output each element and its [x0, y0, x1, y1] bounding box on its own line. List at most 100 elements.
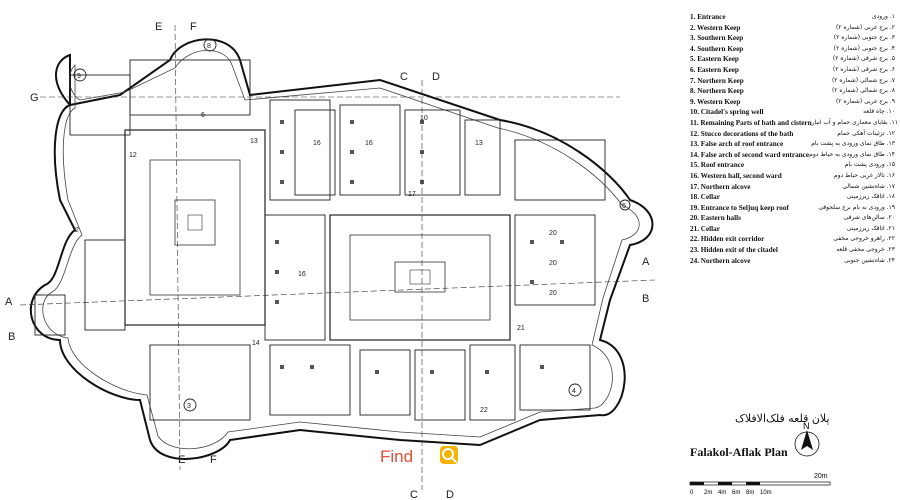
svg-text:8: 8 [207, 43, 211, 50]
svg-text:4: 4 [572, 388, 576, 395]
legend-item-english: 7. Northern Keep [690, 76, 744, 85]
section-marker-e-north: E [155, 21, 162, 33]
legend-item-persian: ۲. برج غربی (شماره ۲) [835, 23, 895, 31]
tower-circles [73, 38, 631, 412]
citadel-outer-wall [29, 38, 654, 460]
west-courtyard-pool [174, 199, 216, 246]
svg-text:2: 2 [75, 227, 79, 234]
legend-item-english: 16. Western hall, second ward [690, 171, 782, 180]
section-marker-d-north: D [432, 71, 440, 83]
east-courtyard [329, 214, 511, 341]
east-courtyard-pool [394, 261, 446, 293]
legend-item-english: 18. Cellar [690, 193, 720, 202]
column-grid [275, 120, 564, 374]
legend-item: 6. Eastern Keep ۶. برج شرقی (شماره ۲) [690, 65, 895, 76]
svg-text:13: 13 [250, 138, 258, 145]
legend-item-english: 24. Northern alcove [690, 256, 751, 265]
legend-item-english: 6. Eastern Keep [690, 65, 739, 74]
east-courtyard-basin [409, 269, 431, 285]
svg-text:3: 3 [187, 403, 191, 410]
legend-item-persian: ۷. برج شمالی (شماره ۲) [831, 76, 895, 84]
section-lines [19, 24, 656, 490]
legend-item-english: 22. Hidden exit corridor [690, 235, 765, 244]
legend-item-persian: ۲۲. راهرو خروجی مخفی [833, 235, 895, 243]
legend-item: 7. Northern Keep ۷. برج شمالی (شماره ۲) [690, 76, 895, 87]
west-courtyard [124, 129, 266, 326]
legend-item-persian: ۱۳. طاق نمای ورودی به پشت بام [811, 140, 895, 148]
section-marker-c-north: C [400, 71, 408, 83]
section-marker-c-south: C [410, 489, 418, 500]
north-label: N [803, 421, 810, 431]
legend-item-persian: ۱۸. اتاقک زیرزمینی [846, 193, 895, 201]
svg-text:21: 21 [517, 325, 525, 332]
north-arrow-icon: N [794, 421, 820, 457]
legend-item: 9. Western Keep ۹. برج غربی (شماره ۲) [690, 97, 895, 108]
legend-item-persian: ۱۴. طاق نمای ورودی به حیاط دوم [809, 150, 895, 158]
svg-text:16: 16 [298, 271, 306, 278]
room-number-labels: 9 8 6 12 13 16 16 17 13 20 20 20 16 14 3… [75, 43, 626, 414]
legend-item: 18. Cellar ۱۸. اتاقک زیرزمینی [690, 192, 895, 203]
legend-item-persian: ۱۷. شاه‌نشین شمالی [842, 182, 895, 190]
legend-item-english: 4. Southern Keep [690, 44, 744, 53]
legend-item-persian: ۱. ورودی [871, 13, 895, 20]
legend-item-english: 23. Hidden exit of the citadel [690, 246, 778, 255]
watermark-logo: Find [380, 446, 458, 466]
legend-item-english: 5. Eastern Keep [690, 55, 739, 64]
svg-text:9: 9 [77, 73, 81, 80]
legend-item-persian: ۸. برج شمالی (شماره ۲) [831, 87, 895, 95]
legend-item-english: 11. Remaining Parts of bath and cistern [690, 118, 812, 127]
svg-text:20: 20 [549, 230, 557, 237]
legend-item-persian: ۱۹. ورودی به بام برج سلجوقی [818, 203, 895, 211]
legend-item-persian: ۱۰. چاه قلعه [863, 108, 895, 116]
legend-item-persian: ۲۰. سالن‌های شرقی [843, 214, 895, 222]
east-courtyard-garden [349, 234, 491, 321]
legend-item: 8. Northern Keep ۸. برج شمالی (شماره ۲) [690, 86, 895, 97]
scale-tick-label: 6m [732, 490, 740, 496]
scale-tick-label: 10m [760, 490, 772, 496]
legend-item-english: 2. Western Keep [690, 23, 741, 32]
section-marker-f-south: F [210, 454, 217, 466]
scale-tick-label: 2m [704, 490, 712, 496]
legend-item-english: 8. Northern Keep [690, 87, 744, 96]
legend-item-persian: ۱۲. تزئینات آهکی حمام [837, 129, 895, 137]
legend-item-persian: ۵. برج شرقی (شماره ۲) [832, 55, 895, 63]
legend-item-english: 19. Entrance to Seljuq keep roof [690, 203, 789, 212]
section-marker-e-south: E [178, 454, 185, 466]
section-marker-a-east: A [642, 256, 650, 268]
svg-text:13: 13 [475, 140, 483, 147]
section-marker-f-north: F [190, 21, 197, 33]
legend-item-english: 9. Western Keep [690, 97, 741, 106]
svg-text:14: 14 [252, 340, 260, 347]
legend-item-english: 1. Entrance [690, 13, 726, 21]
svg-text:16: 16 [313, 140, 321, 147]
svg-text:20: 20 [549, 260, 557, 267]
legend-item: 2. Western Keep ۲. برج غربی (شماره ۲) [690, 23, 895, 34]
legend-item-persian: ۲۱. اتاقک زیرزمینی [846, 224, 895, 232]
citadel-floor-plan: 9 8 6 12 13 16 16 17 13 20 20 20 16 14 3… [5, 21, 656, 500]
legend-item-persian: ۶. برج شرقی (شماره ۲) [832, 65, 895, 73]
west-courtyard-basin [187, 214, 203, 231]
legend-item-english: 3. Southern Keep [690, 34, 744, 43]
legend-item-persian: ۴. برج جنوبی (شماره ۲) [833, 44, 895, 52]
plan-title-persian: پلان قلعه فلک‌الافلاک [735, 412, 830, 425]
legend-item-persian: ۱۶. تالار غربی حیاط دوم [833, 171, 895, 179]
svg-text:20: 20 [549, 290, 557, 297]
legend-item-english: 14. False arch of second ward entrance [690, 150, 810, 159]
legend-item-english: 13. False arch of roof entrance [690, 140, 784, 149]
room-legend: 1. Entrance ۱. ورودی 2. Western Keep ۲. برج… [690, 12, 898, 267]
svg-text:16: 16 [365, 140, 373, 147]
west-courtyard-garden [149, 159, 241, 296]
plan-title: Falakol-Aflak Plan [690, 445, 788, 459]
scale-tick-label: 8m [746, 490, 754, 496]
svg-text:6: 6 [622, 203, 626, 210]
legend-item-persian: ۹. برج غربی (شماره ۲) [835, 97, 895, 105]
legend-item-persian: ۲۳. خروجی مخفی قلعه [836, 246, 895, 254]
legend-item: 19. Entrance to Seljuq keep roof ۱۹. ورود… [690, 203, 895, 214]
legend-item: 1. Entrance ۱. ورودی [690, 12, 895, 23]
